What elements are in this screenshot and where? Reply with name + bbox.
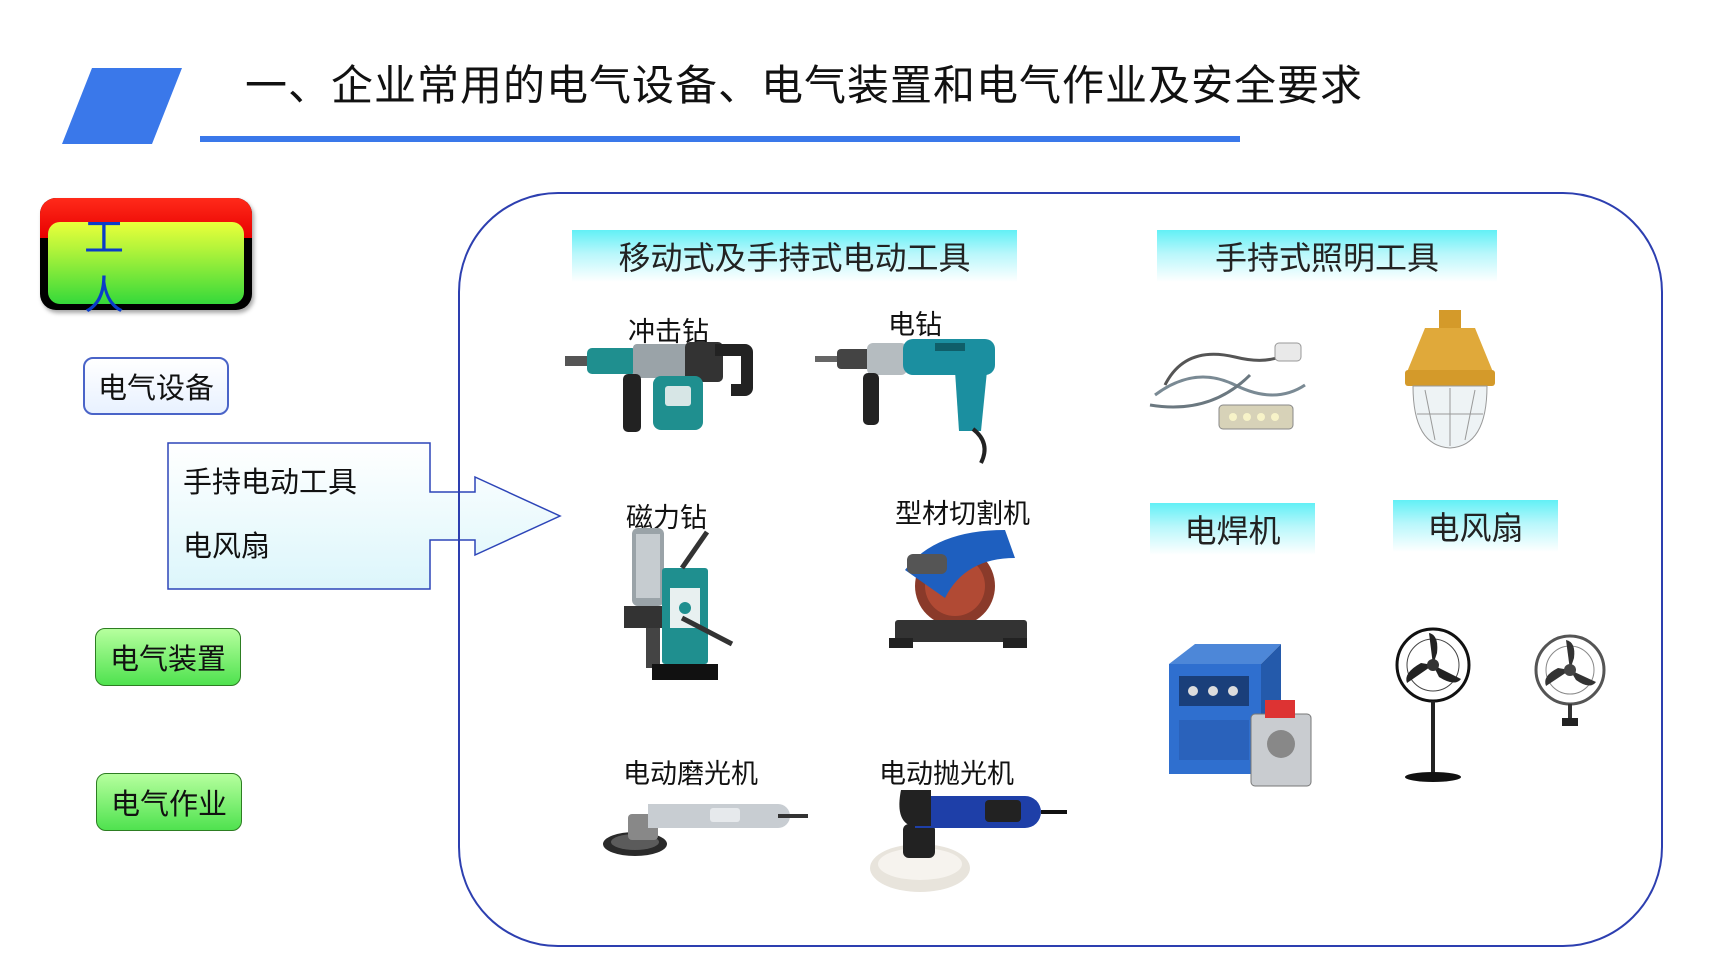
section-header-welder: 电焊机 [1150,503,1315,555]
equipment-panel [458,192,1663,947]
worker-badge-label: 工 人 [84,215,160,319]
page-title: 一、企业常用的电气设备、电气装置和电气作业及安全要求 [245,61,1364,110]
section-header-fan: 电风扇 [1393,500,1558,552]
parallelogram-icon [62,68,182,144]
callout-arrow [167,442,562,590]
callout-item-fan: 电风扇 [183,529,271,563]
category-electrical-equipment[interactable]: 电气设备 [83,357,229,415]
angle-grinder-icon [603,804,808,856]
electric-drill-icon [815,339,995,464]
explosion-proof-lamp-icon [1405,310,1495,449]
callout-item-handheld-tools: 手持电动工具 [183,465,358,499]
worker-badge: 工 人 [40,198,252,319]
category-electrical-device[interactable]: 电气装置 [95,628,241,686]
tool-label-electric-drill: 电钻 [888,310,942,341]
wall-fan-icon [1534,634,1606,726]
section-header-portable-tools: 移动式及手持式电动工具 [572,230,1017,282]
section-header-handheld-lighting: 手持式照明工具 [1157,230,1497,282]
tool-label-polisher: 电动抛光机 [879,759,1014,790]
floor-fan-icon [1395,627,1471,782]
category-electrical-operation[interactable]: 电气作业 [96,773,242,831]
title-underline [200,136,1240,142]
tool-label-profile-cutter: 型材切割机 [895,499,1030,530]
polisher-icon [870,790,1067,892]
cutoff-saw-icon [889,530,1027,648]
impact-drill-icon [565,342,753,432]
tool-label-grinder: 电动磨光机 [623,759,758,790]
magnetic-drill-icon [624,528,734,680]
welding-machine-icon [1169,644,1312,787]
cable-lamp-icon [1149,342,1306,430]
